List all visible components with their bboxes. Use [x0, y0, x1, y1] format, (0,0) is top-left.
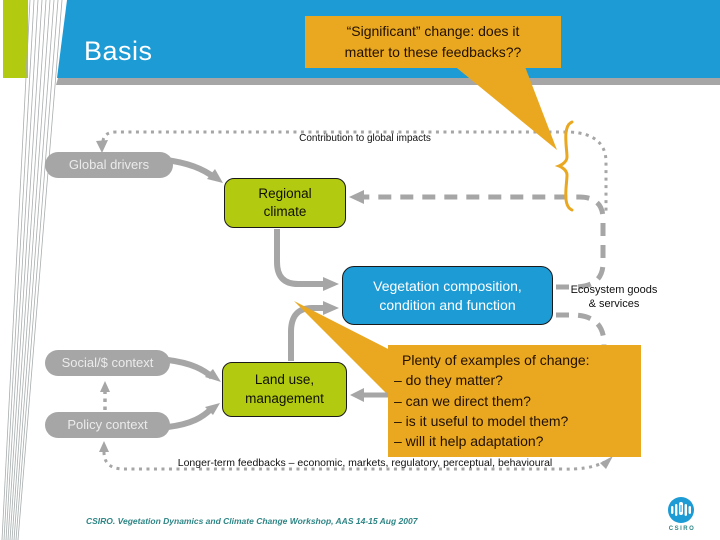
policy-to-landuse-arrow-line: [167, 406, 214, 430]
upper-feedback-arrowhead: [349, 190, 364, 204]
node-social-context: Social/$ context: [45, 350, 170, 376]
policy-to-landuse-arrowhead: [205, 403, 220, 415]
global-to-regional-arrowhead: [207, 169, 223, 183]
social-to-landuse-arrow-line: [167, 357, 214, 380]
examples-item: – do they matter?: [394, 372, 503, 389]
footer-credit: CSIRO. Vegetation Dynamics and Climate C…: [86, 516, 418, 526]
examples-item: – can we direct them?: [394, 392, 531, 409]
examples-item: – will it help adaptation?: [394, 433, 544, 450]
landuse-to-vegetation-arrow-line: [288, 305, 323, 361]
page-title: Basis: [84, 36, 153, 66]
examples-heading: Plenty of examples of change:: [402, 352, 590, 368]
contribution-dotted-path: [101, 130, 608, 212]
longer-term-dotted-path: [102, 451, 605, 471]
longer-term-right-arrowhead: [600, 456, 613, 469]
node-policy-context: Policy context: [45, 412, 170, 438]
csiro-logo: CSIRO: [664, 494, 700, 536]
ecosystem-goods-label: Ecosystem goods & services: [570, 284, 658, 311]
global-to-regional-arrow-line: [165, 157, 217, 181]
node-land-use: Land use, management: [222, 362, 347, 417]
landuse-to-vegetation-arrowhead: [323, 301, 339, 315]
significant-change-callout: “Significant” change: does it matter to …: [305, 16, 561, 68]
longer-term-feedbacks-label: Longer-term feedbacks – economic, market…: [177, 457, 553, 469]
regional-to-vegetation-arrow-line: [274, 229, 323, 287]
node-global-drivers: Global drivers: [45, 152, 173, 178]
csiro-logo-label: CSIRO: [668, 526, 696, 532]
longer-term-left-arrowhead: [99, 441, 109, 452]
contribution-arrowhead: [96, 140, 108, 153]
banner-underline-bar: [56, 78, 720, 85]
diagonal-lines-decor: [1, 0, 63, 540]
node-vegetation-composition: Vegetation composition, condition and fu…: [342, 266, 553, 325]
examples-item: – is it useful to model them?: [394, 412, 569, 429]
contribution-label: Contribution to global impacts: [299, 133, 431, 144]
policy-to-social-arrowhead: [100, 381, 110, 392]
social-to-landuse-arrowhead: [205, 369, 221, 382]
node-regional-climate: Regional climate: [224, 178, 346, 228]
left-green-block: [3, 0, 28, 78]
regional-to-vegetation-arrowhead: [323, 277, 339, 291]
examples-of-change-callout: Plenty of examples of change: – do they …: [388, 345, 641, 457]
csiro-logo-icon: [668, 497, 694, 523]
upper-feedback-dashed-path: [364, 194, 606, 290]
